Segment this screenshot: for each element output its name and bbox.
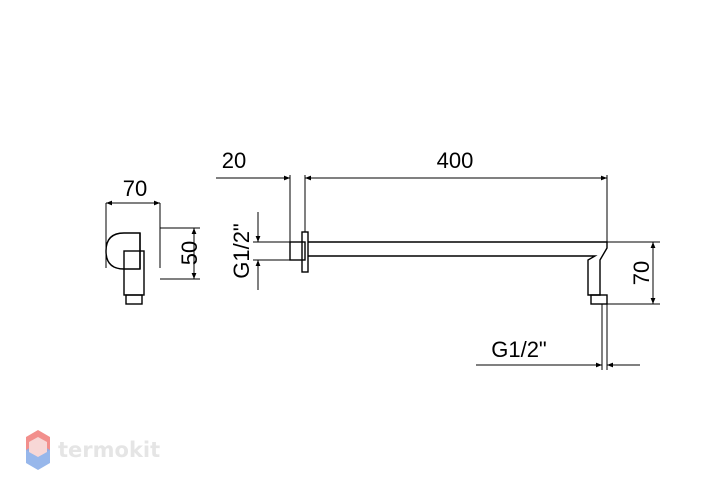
pipe-stub (123, 250, 145, 296)
brand-logo: termokit (26, 430, 160, 470)
dim-thread-bottom: G1/2" (491, 337, 547, 362)
side-view: 70 50 (105, 176, 202, 305)
pipe-nut (125, 294, 143, 305)
outlet-thread (590, 294, 608, 305)
shower-arm (308, 241, 608, 296)
brand-name: termokit (58, 438, 160, 462)
wall-thread (289, 241, 306, 261)
dim-side-height: 50 (177, 241, 202, 265)
dim-drop-height: 70 (629, 261, 654, 285)
wall-flange-plate (301, 231, 309, 273)
dim-side-width: 70 (123, 176, 147, 201)
dim-left-offset: 20 (222, 148, 246, 173)
front-view: 20 400 G1/2" 70 G1/2" (216, 148, 660, 370)
dim-thread-left: G1/2" (229, 223, 254, 279)
logo-hex-icon (29, 437, 47, 457)
flange-body (105, 232, 141, 270)
dim-arm-length: 400 (437, 148, 474, 173)
